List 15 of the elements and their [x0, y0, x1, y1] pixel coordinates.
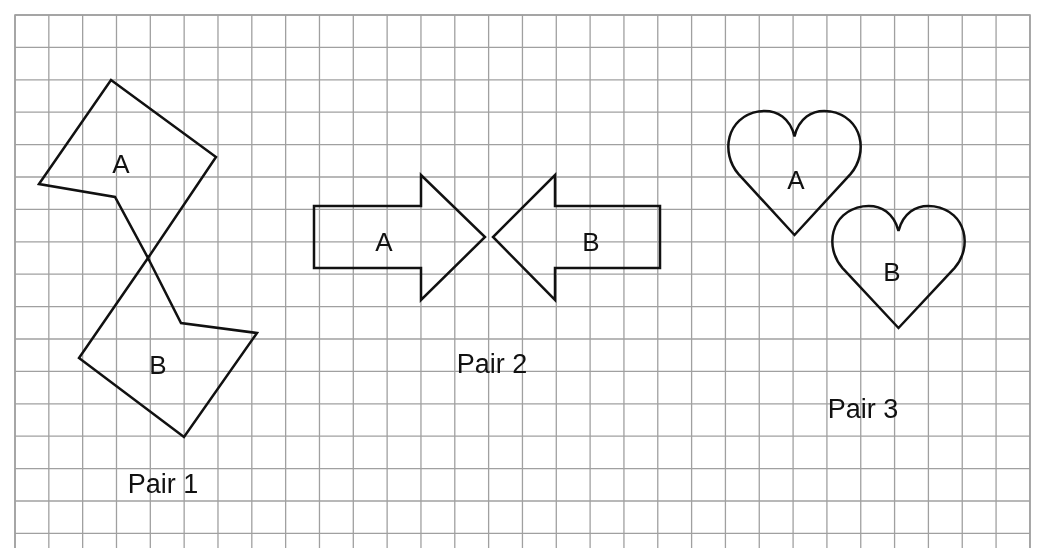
pentagon-shape [39, 80, 216, 258]
pair-caption: Pair 2 [456, 350, 528, 378]
pentagon-shape [79, 258, 257, 437]
heart-shape [726, 110, 863, 235]
shape-letter: B [582, 229, 600, 255]
arrow-shape [314, 175, 485, 300]
shape-letter: A [375, 229, 393, 255]
heart-shape [830, 205, 967, 328]
shape-letter: B [883, 259, 901, 285]
arrow-shape [493, 175, 660, 300]
pair-caption: Pair 3 [827, 395, 899, 423]
pair-caption: Pair 1 [127, 470, 199, 498]
shape-letter: A [112, 151, 130, 177]
shape-letter: A [787, 167, 805, 193]
shape-letter: B [149, 352, 167, 378]
